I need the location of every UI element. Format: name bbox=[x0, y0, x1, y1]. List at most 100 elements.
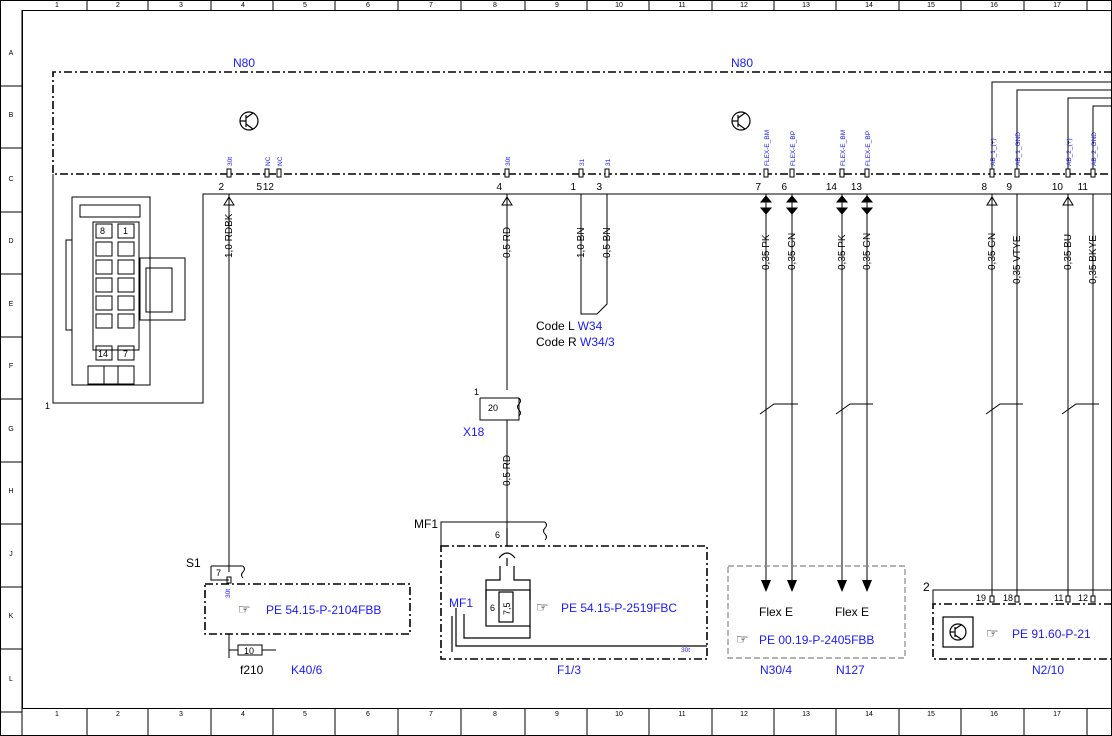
svg-text:☞: ☞ bbox=[736, 631, 749, 647]
s1-pin: 7 bbox=[216, 568, 221, 578]
transistor-icon bbox=[942, 616, 974, 648]
pin-tap-icon bbox=[1090, 168, 1096, 178]
pin-name: AB_1_(+) bbox=[990, 138, 997, 166]
pin-name: 31 bbox=[605, 158, 612, 166]
svg-text:Code L W34: Code L W34 bbox=[536, 319, 603, 333]
wire-label: 0,35 GN bbox=[987, 233, 998, 270]
frame-column-label: 14 bbox=[865, 2, 873, 9]
frame-column-label: 15 bbox=[927, 2, 935, 9]
hand-pointer-icon: ☞ bbox=[736, 631, 749, 647]
code-l-text: Code L bbox=[536, 319, 575, 333]
pin-name: 30t bbox=[505, 157, 512, 166]
frame-column-label: 1 bbox=[55, 711, 59, 718]
mf1-label: F1/3 bbox=[557, 663, 581, 677]
frame-column-label: 10 bbox=[615, 711, 623, 718]
pin-number: 11 bbox=[1078, 182, 1089, 193]
wire-label: 0,35 GN bbox=[862, 233, 873, 270]
pin-tap-icon bbox=[864, 168, 870, 178]
pin-tap-icon bbox=[1014, 168, 1020, 178]
frame-column-label: 6 bbox=[366, 2, 370, 9]
s1-label: S1 bbox=[186, 556, 201, 570]
module-n80-outline bbox=[52, 71, 1112, 175]
internal-wiring bbox=[991, 81, 1112, 174]
wire-label: 0,5 BN bbox=[602, 227, 613, 258]
pin-name: AB_2_GND bbox=[1091, 132, 1098, 166]
frame-column-label: 5 bbox=[303, 2, 307, 9]
n2-pin: 12 bbox=[1078, 593, 1088, 603]
connector-pin1-label: 1 bbox=[45, 401, 50, 411]
wire-label: 0,35 BU bbox=[1063, 234, 1074, 270]
frame-column-label: 10 bbox=[615, 2, 623, 9]
frame-column-label: 2 bbox=[116, 2, 120, 9]
x18-connector bbox=[479, 397, 520, 421]
frame-column-label: 3 bbox=[179, 2, 183, 9]
frame-column-label: 5 bbox=[303, 711, 307, 718]
pin-number: 6 bbox=[781, 182, 787, 193]
flex-label-2: Flex E bbox=[835, 605, 869, 619]
connector-cell: 14 bbox=[98, 349, 108, 359]
wire-label: 0,35 VTYE bbox=[1012, 235, 1023, 284]
frame-column-label: 6 bbox=[366, 711, 370, 718]
frame-row-label: H bbox=[8, 488, 13, 495]
frame-column-label: 7 bbox=[429, 711, 433, 718]
mf1-label-top: MF1 bbox=[414, 517, 438, 531]
s1-ref: PE 54.15-P-2104FBB bbox=[266, 603, 381, 617]
frame-column-label: 17 bbox=[1053, 2, 1061, 9]
wire-label: 0,35 BKYE bbox=[1088, 235, 1099, 284]
frame-row-label: D bbox=[8, 238, 13, 245]
mf1-gnd-tag: 30t bbox=[681, 647, 690, 654]
x18-num: 20 bbox=[488, 403, 498, 413]
pin-name: AB_2_(+) bbox=[1066, 138, 1073, 166]
transistor-icon bbox=[731, 111, 751, 131]
n2-box bbox=[932, 603, 1112, 660]
wire-label: 1,0 RDBK bbox=[224, 213, 235, 258]
fuse-ref: K40/6 bbox=[291, 663, 323, 677]
pin-number: 7 bbox=[755, 182, 761, 193]
pin-tap-icon bbox=[226, 576, 232, 584]
svg-text:☞: ☞ bbox=[536, 599, 549, 615]
s1-box bbox=[204, 583, 411, 635]
pin-number: 5 bbox=[256, 182, 262, 193]
pin-name: FLEX-E_BM bbox=[764, 130, 771, 166]
pin-name: FLEX-E_BP bbox=[865, 131, 872, 166]
fuse-symbol bbox=[228, 634, 276, 658]
frame-column-label: 13 bbox=[802, 2, 810, 9]
connector-cell: 1 bbox=[123, 226, 128, 236]
code-r-ref: W34/3 bbox=[580, 335, 615, 349]
n2-ref: PE 91.60-P-21 bbox=[1012, 627, 1091, 641]
flex-box bbox=[727, 565, 906, 659]
frame-column-label: 1 bbox=[55, 2, 59, 9]
n2-pin: 18 bbox=[1003, 593, 1013, 603]
arrow-icon bbox=[761, 580, 872, 592]
s1-pin-name: 30t bbox=[225, 589, 232, 598]
frame-row-label: L bbox=[9, 676, 13, 683]
frame-row-label: E bbox=[9, 301, 14, 308]
f1-3-box bbox=[440, 545, 708, 660]
frame-column-label: 16 bbox=[990, 2, 998, 9]
connector-cell: 7 bbox=[123, 349, 128, 359]
pin-tap-icon bbox=[504, 168, 510, 178]
frame-column-label: 11 bbox=[678, 711, 685, 718]
wire-break-marks bbox=[759, 403, 1099, 415]
pin-name: 30t bbox=[227, 157, 234, 166]
pin-tap-icon bbox=[839, 168, 845, 178]
wire-label: 0,35 GN bbox=[787, 233, 798, 270]
fuse-label: f210 bbox=[240, 663, 264, 677]
x18-label: X18 bbox=[463, 425, 485, 439]
frame-column-label: 3 bbox=[179, 711, 183, 718]
pin-tap-icon bbox=[578, 168, 584, 178]
pin-tap-icon bbox=[276, 168, 282, 178]
fuse-holder bbox=[451, 528, 707, 652]
frame-row-label: K bbox=[9, 613, 14, 620]
wire-label: 0,35 PK bbox=[837, 234, 848, 270]
frame-row-label: A bbox=[9, 50, 14, 57]
svg-text:☞: ☞ bbox=[238, 601, 251, 617]
frame-column-label: 12 bbox=[740, 711, 748, 718]
mf1-inner-pin: 6 bbox=[490, 603, 495, 613]
hand-pointer-icon: ☞ bbox=[238, 601, 251, 617]
frame-column-label: 8 bbox=[493, 711, 497, 718]
hand-pointer-icon: ☞ bbox=[986, 625, 999, 641]
frame-column-label: 17 bbox=[1053, 711, 1061, 718]
